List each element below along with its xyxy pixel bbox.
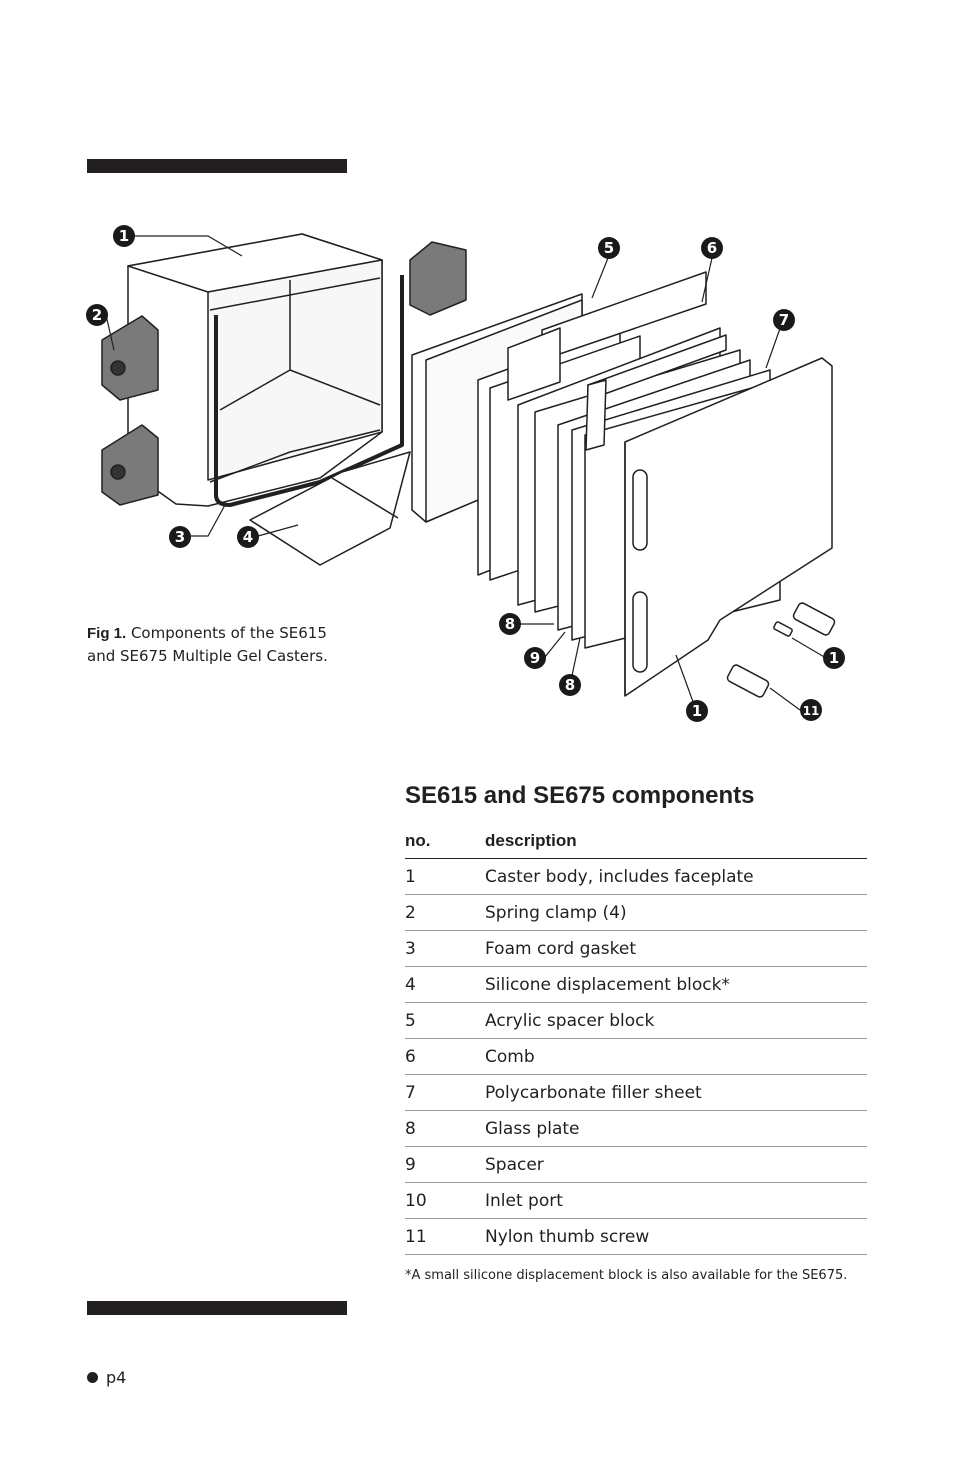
figure-caption-text: Components of the SE615 and SE675 Multip… <box>87 624 328 665</box>
page-number: p4 <box>106 1368 127 1387</box>
row-description: Glass plate <box>485 1110 867 1147</box>
top-rule-bar <box>87 159 347 173</box>
svg-text:2: 2 <box>92 306 102 324</box>
callout-1-faceplate: 1 <box>686 700 708 722</box>
row-description: Caster body, includes faceplate <box>485 858 867 895</box>
section-title: SE615 and SE675 components <box>405 782 755 809</box>
row-number: 2 <box>405 894 485 931</box>
row-description: Acrylic spacer block <box>485 1002 867 1039</box>
svg-text:8: 8 <box>505 615 515 633</box>
table-header-row: no. description <box>405 830 867 859</box>
row-description: Silicone displacement block* <box>485 966 867 1003</box>
callout-2-clamp: 2 <box>86 304 108 326</box>
column-header-description: description <box>485 830 867 859</box>
thumb-screw-illustrations <box>726 602 836 698</box>
row-description: Spring clamp (4) <box>485 894 867 931</box>
svg-text:1: 1 <box>829 649 839 667</box>
svg-text:7: 7 <box>779 311 789 329</box>
svg-text:1: 1 <box>119 227 129 245</box>
svg-text:4: 4 <box>243 528 253 546</box>
bullet-icon <box>87 1372 98 1383</box>
comb-illustration <box>507 271 727 451</box>
page-footer: p4 <box>87 1368 126 1387</box>
row-number: 3 <box>405 930 485 967</box>
svg-text:6: 6 <box>707 239 717 257</box>
row-description: Comb <box>485 1038 867 1075</box>
callout-8-glass: 8 <box>499 613 521 635</box>
row-description: Foam cord gasket <box>485 930 867 967</box>
table-footnote: *A small silicone displacement block is … <box>405 1268 848 1283</box>
row-number: 6 <box>405 1038 485 1075</box>
callout-5-spacer-block: 5 <box>598 237 620 259</box>
row-number: 4 <box>405 966 485 1003</box>
callout-9-spacer: 9 <box>524 647 546 669</box>
callout-1-inlet: 1 <box>823 647 845 669</box>
exploded-diagram: 1 2 3 4 5 6 7 8 9 8 1 11 1 <box>86 225 845 722</box>
callout-11-screw: 11 <box>800 699 822 721</box>
gasket-illustration <box>214 275 404 507</box>
figure-caption: Fig 1. Components of the SE615 and SE675… <box>87 622 357 667</box>
callout-8-glass-second: 8 <box>559 674 581 696</box>
callout-6-comb: 6 <box>701 237 723 259</box>
callout-4-displacement: 4 <box>237 526 259 548</box>
svg-text:8: 8 <box>565 676 575 694</box>
bottom-rule-bar <box>87 1301 347 1315</box>
row-number: 7 <box>405 1074 485 1111</box>
spring-clamp-illustrations <box>101 241 467 506</box>
row-description: Nylon thumb screw <box>485 1218 867 1255</box>
figure-caption-label: Fig 1. <box>87 625 127 642</box>
row-description: Spacer <box>485 1146 867 1183</box>
row-number: 10 <box>405 1182 485 1219</box>
row-number: 11 <box>405 1218 485 1255</box>
svg-text:11: 11 <box>803 704 820 718</box>
row-number: 9 <box>405 1146 485 1183</box>
callout-3-gasket: 3 <box>169 526 191 548</box>
column-header-no: no. <box>405 830 485 859</box>
row-description: Inlet port <box>485 1182 867 1219</box>
callout-1-body: 1 <box>113 225 135 247</box>
callout-7-filler: 7 <box>773 309 795 331</box>
svg-text:5: 5 <box>604 239 614 257</box>
svg-text:9: 9 <box>530 649 540 667</box>
svg-text:1: 1 <box>692 702 702 720</box>
caster-body-illustration <box>127 233 383 507</box>
svg-text:3: 3 <box>175 528 185 546</box>
row-number: 5 <box>405 1002 485 1039</box>
row-number: 1 <box>405 858 485 895</box>
row-description: Polycarbonate filler sheet <box>485 1074 867 1111</box>
row-number: 8 <box>405 1110 485 1147</box>
displacement-block-illustration <box>249 451 411 566</box>
